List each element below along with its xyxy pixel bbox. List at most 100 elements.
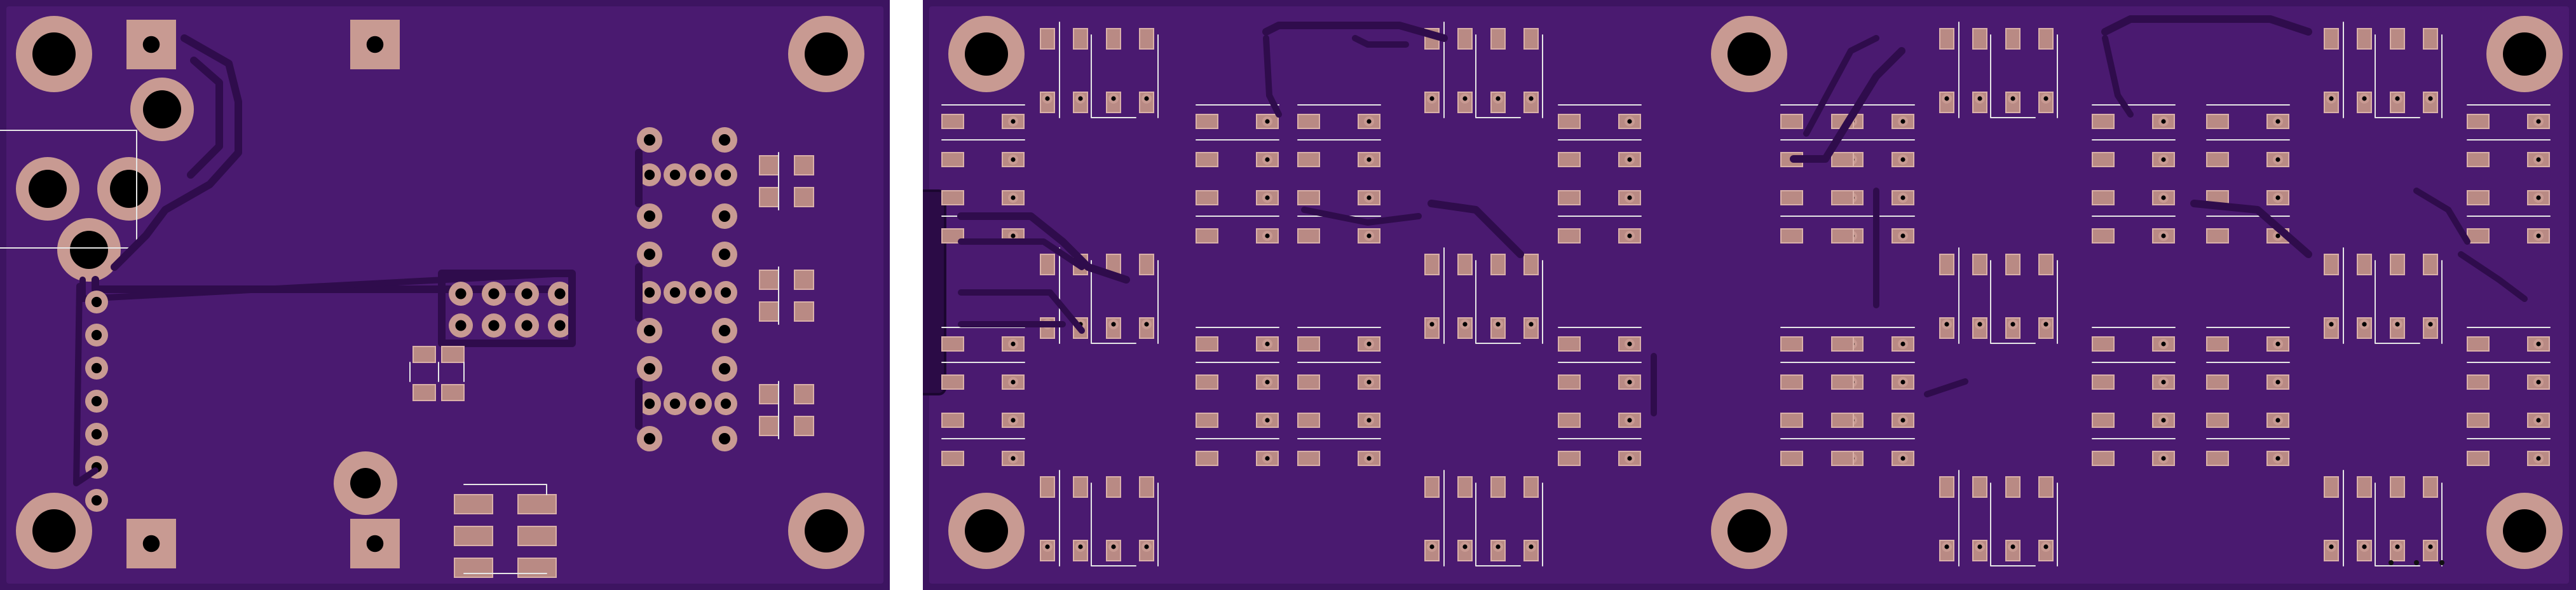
smd-pad (1780, 336, 1803, 352)
smd-pad (412, 384, 436, 401)
via-hole (644, 433, 655, 444)
smd-pad (1558, 374, 1581, 390)
smd-pad (1780, 374, 1803, 390)
via-hole (1429, 544, 1435, 549)
smd-pad (2092, 228, 2115, 244)
smd-pad (1040, 476, 1055, 498)
smd-pad (2423, 254, 2438, 275)
trace (1428, 200, 1524, 258)
via-hole (2010, 322, 2015, 327)
via-hole (91, 362, 102, 374)
via-hole (2395, 322, 2400, 327)
via-hole (2010, 96, 2015, 101)
trace (1352, 35, 1409, 48)
smd-pad (2390, 254, 2405, 275)
via-hole (644, 398, 655, 409)
via-hole (1366, 380, 1372, 385)
smd-pad (1558, 336, 1581, 352)
via-hole (1496, 544, 1501, 549)
via-hole (521, 288, 533, 299)
trace (2413, 188, 2470, 245)
smd-pad (1196, 336, 1218, 352)
via-hole (1429, 96, 1435, 101)
via-hole (1529, 544, 1534, 549)
smd-pad (1196, 413, 1218, 428)
via-hole (1900, 380, 1905, 385)
trace (1924, 378, 1968, 397)
via-hole (1900, 418, 1905, 423)
via-hole (695, 169, 706, 181)
via-hole (2362, 322, 2367, 327)
via-hole (2536, 157, 2541, 162)
via-hole (2536, 456, 2541, 461)
power-jack-hole (70, 231, 108, 269)
via-hole (1900, 119, 1905, 124)
via-hole (719, 249, 730, 260)
via-hole (91, 395, 102, 407)
smd-pad (2357, 28, 2372, 50)
smd-pad (1780, 413, 1803, 428)
smd-pad (2092, 413, 2115, 428)
via-hole (1627, 195, 1632, 200)
via-hole (2161, 341, 2166, 346)
via-hole (2395, 96, 2400, 101)
smd-pad (2206, 114, 2229, 129)
pcb-right-board (923, 0, 2576, 590)
smd-pad (1780, 228, 1803, 244)
pcb-left-artwork (0, 6, 883, 584)
silkscreen-line (1990, 483, 2036, 566)
silkscreen-line (1091, 260, 1136, 344)
smd-pad (1831, 451, 1854, 466)
smd-pad (2357, 476, 2372, 498)
silkscreen-line (2375, 34, 2420, 118)
via-hole (1011, 119, 1016, 124)
via-hole (2362, 544, 2367, 549)
via-hole (1627, 157, 1632, 162)
via-hole (1265, 418, 1270, 423)
via-hole (1265, 341, 1270, 346)
smd-pad (2467, 190, 2490, 205)
via-hole (1045, 96, 1050, 101)
smd-pad (1106, 476, 1121, 498)
via-hole (2275, 456, 2280, 461)
via-hole (455, 320, 467, 331)
smd-pad (2005, 476, 2021, 498)
smd-pad (2092, 114, 2115, 129)
via-hole (719, 363, 730, 374)
smd-pad (2092, 152, 2115, 167)
smd-pad (1073, 28, 1088, 50)
smd-pad (2467, 451, 2490, 466)
square-pad-hole (366, 36, 384, 53)
smd-pad (941, 336, 964, 352)
square-pad-hole (142, 36, 160, 53)
via-hole (2536, 119, 2541, 124)
smd-pad (1073, 476, 1088, 498)
via-hole (644, 249, 655, 260)
via-hole (2275, 233, 2280, 238)
via-hole (1496, 96, 1501, 101)
smd-pad (759, 187, 779, 207)
via-hole (1045, 544, 1050, 549)
smd-pad (1139, 28, 1154, 50)
smd-pad (454, 558, 493, 578)
mounting-hole (965, 509, 1008, 552)
via-hole (1462, 322, 1468, 327)
via-hole (2275, 341, 2280, 346)
smd-pad (794, 187, 814, 207)
via-hole (1366, 418, 1372, 423)
via-hole (1011, 195, 1016, 200)
smd-pad (759, 416, 779, 436)
smd-pad (1780, 451, 1803, 466)
via-hole (2362, 96, 2367, 101)
smd-pad (1523, 476, 1539, 498)
smd-pad (2206, 228, 2229, 244)
via-hole (2536, 341, 2541, 346)
via-hole (1011, 456, 1016, 461)
smd-pad (1040, 254, 1055, 275)
via-hole (669, 169, 681, 181)
smd-pad (1297, 190, 1320, 205)
via-hole (1366, 119, 1372, 124)
via-hole (1627, 456, 1632, 461)
via-hole (1265, 380, 1270, 385)
via-hole (554, 288, 566, 299)
